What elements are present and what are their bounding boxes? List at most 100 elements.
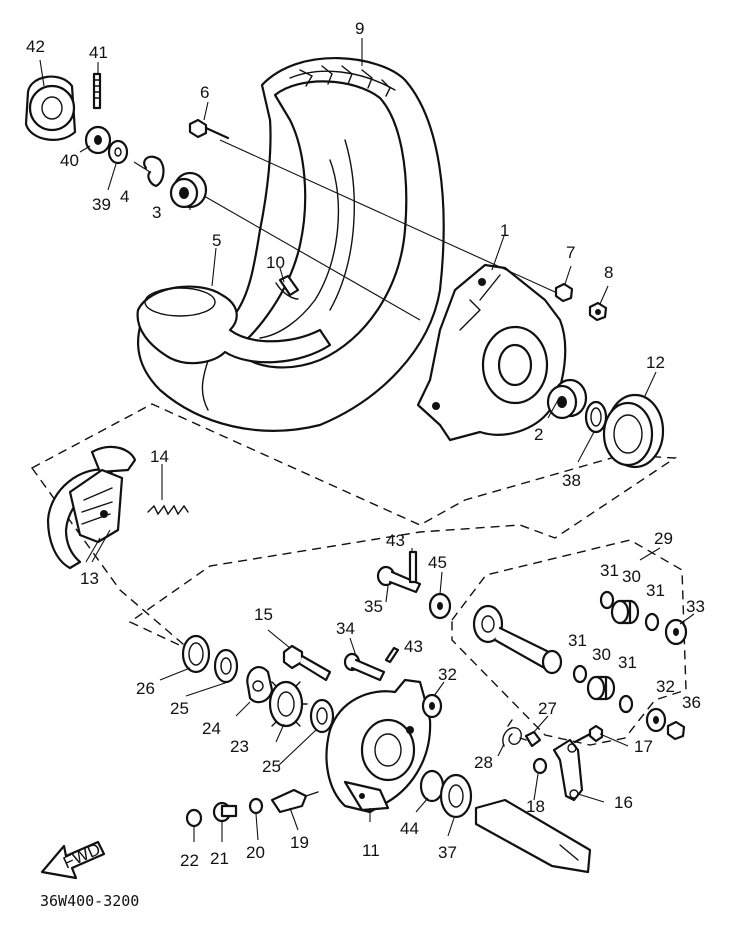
label-33: 33 <box>686 597 705 616</box>
label-22: 22 <box>180 851 199 870</box>
camshaft-group-outline <box>451 539 687 746</box>
label-6: 6 <box>200 83 209 102</box>
circlip-38 <box>584 400 608 434</box>
label-18: 18 <box>526 797 545 816</box>
bolt-34 <box>343 652 386 682</box>
spring-28 <box>502 719 527 747</box>
nut-7 <box>554 282 574 303</box>
label-21: 21 <box>210 849 229 868</box>
seal-37 <box>439 773 473 819</box>
label-4: 4 <box>120 187 129 206</box>
label-20: 20 <box>246 843 265 862</box>
label-25a: 25 <box>170 699 189 718</box>
nut-36 <box>666 720 686 741</box>
label-29: 29 <box>654 529 673 548</box>
label-9: 9 <box>355 19 364 38</box>
leader-lines <box>39 38 695 842</box>
label-5: 5 <box>212 231 221 250</box>
label-32b: 32 <box>656 677 675 696</box>
bearing-3 <box>169 171 208 209</box>
label-2: 2 <box>534 425 543 444</box>
pin-43a <box>408 550 418 584</box>
label-39: 39 <box>92 195 111 214</box>
washer-39 <box>107 139 129 165</box>
label-44: 44 <box>400 819 419 838</box>
lever-16 <box>552 738 584 802</box>
bushing-30a <box>610 599 640 625</box>
o-ring-31a <box>599 590 615 610</box>
label-27: 27 <box>538 699 557 718</box>
label-16: 16 <box>614 793 633 812</box>
label-31c: 31 <box>568 631 587 650</box>
label-1: 1 <box>500 221 509 240</box>
washer-25a <box>213 648 239 684</box>
nut-8 <box>588 301 608 322</box>
nut-40 <box>84 125 112 155</box>
label-24: 24 <box>202 719 221 738</box>
axle-shaft <box>474 798 592 874</box>
washer-20 <box>248 797 264 815</box>
part-labels: 9 42 41 6 40 39 4 3 1 5 7 10 8 12 2 14 3… <box>26 19 705 870</box>
label-30a: 30 <box>622 567 641 586</box>
bolt-21 <box>212 801 238 823</box>
o-ring-31c <box>572 664 588 684</box>
gear-23 <box>268 680 308 728</box>
valve-stem <box>278 274 300 297</box>
o-ring-31d <box>618 694 634 714</box>
washer-32b <box>645 707 667 733</box>
brake-panel <box>325 678 432 814</box>
label-45: 45 <box>428 553 447 572</box>
switch-19 <box>270 788 319 814</box>
cap-22 <box>185 808 203 828</box>
label-3: 3 <box>152 203 161 222</box>
washer-45 <box>428 592 452 620</box>
o-ring-31b <box>644 612 660 632</box>
label-14: 14 <box>150 447 169 466</box>
oil-seal-12 <box>602 393 665 469</box>
label-34: 34 <box>336 619 355 638</box>
shaft-15 <box>282 644 332 682</box>
label-8: 8 <box>604 263 613 282</box>
label-31b: 31 <box>646 581 665 600</box>
label-13: 13 <box>80 569 99 588</box>
diagram-code: 36W400-3200 <box>40 892 139 910</box>
label-32a: 32 <box>438 665 457 684</box>
label-36: 36 <box>682 693 701 712</box>
wheel-hub <box>416 263 567 442</box>
bushing-30b <box>586 675 616 701</box>
tire <box>136 57 445 432</box>
label-43b: 43 <box>404 637 423 656</box>
label-25b: 25 <box>262 757 281 776</box>
plate-24 <box>246 666 274 704</box>
brake-shoes <box>46 445 137 570</box>
bolt-35 <box>376 565 422 594</box>
camshaft <box>472 604 563 675</box>
label-10: 10 <box>266 253 285 272</box>
washer-25b <box>309 698 335 734</box>
label-40: 40 <box>60 151 79 170</box>
washer-32a <box>421 693 443 719</box>
brake-shoe-group-outline <box>30 403 678 651</box>
pin-27 <box>524 730 542 748</box>
pin-43b <box>384 646 400 664</box>
label-42: 42 <box>26 37 45 56</box>
label-37: 37 <box>438 843 457 862</box>
label-15: 15 <box>254 605 273 624</box>
label-30b: 30 <box>592 645 611 664</box>
label-23: 23 <box>230 737 249 756</box>
label-12: 12 <box>646 353 665 372</box>
bearing-2 <box>546 378 588 420</box>
label-11: 11 <box>362 841 380 860</box>
nut-18 <box>532 757 548 775</box>
label-38: 38 <box>562 471 581 490</box>
bolt-17 <box>573 724 604 744</box>
seal-26 <box>181 634 211 674</box>
spring-14 <box>147 504 189 516</box>
pin-41 <box>92 72 102 110</box>
fwd-label: FWD <box>60 839 103 872</box>
label-19: 19 <box>290 833 309 852</box>
label-31a: 31 <box>600 561 619 580</box>
bolt-6 <box>188 118 230 140</box>
